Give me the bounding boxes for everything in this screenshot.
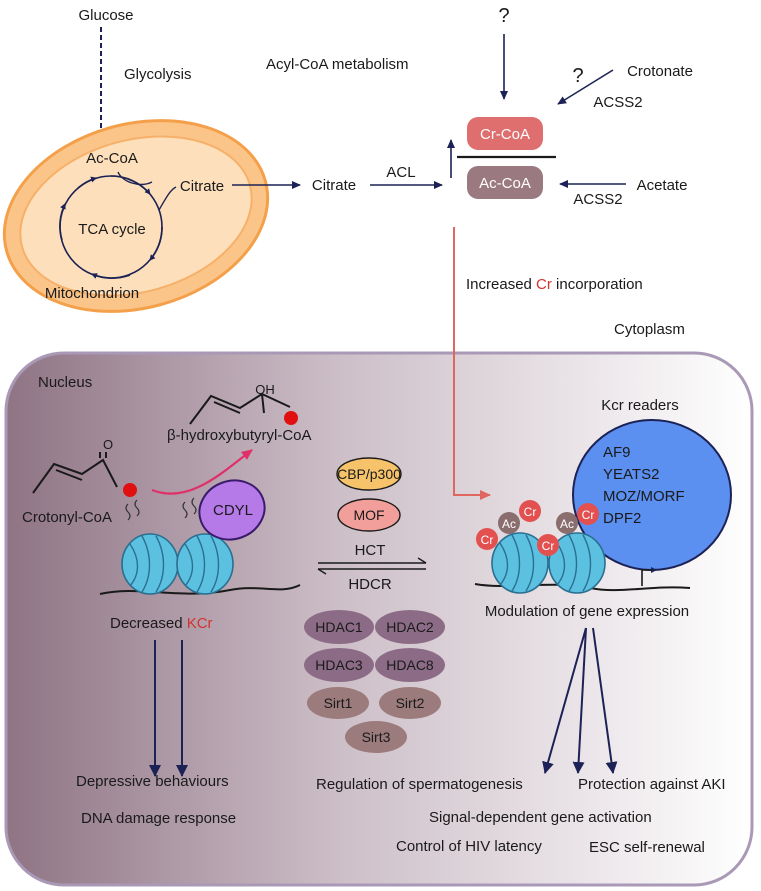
crotonate-label: Crotonate — [627, 63, 693, 80]
outcome-arrow-right-1 — [542, 627, 587, 774]
cdyl-oval — [198, 479, 266, 541]
hdac8-oval — [375, 648, 445, 682]
ac-mark-2-label: Ac — [560, 517, 574, 531]
mito-ac-coa-label: Ac-CoA — [86, 150, 138, 167]
cbp-p300-oval — [336, 457, 402, 491]
right-chromatin — [474, 532, 691, 594]
cr-mark-3 — [537, 534, 559, 556]
outcome-arrow-right-2 — [572, 627, 587, 774]
sirt1-oval — [307, 687, 369, 719]
acss2-bottom-label: ACSS2 — [573, 191, 622, 208]
cr-incorporation-arrow — [453, 227, 491, 500]
ac-coa-box — [467, 166, 543, 199]
outcome-signal-dependent: Signal-dependent gene activation — [429, 809, 652, 826]
equilibrium-arrows — [317, 557, 427, 575]
hydroxybutyryl-coa-structure — [189, 392, 298, 425]
mitochondrion — [2, 119, 270, 313]
kcr-readers-title: Kcr readers — [601, 397, 679, 414]
nucleus-compartment — [4, 351, 754, 887]
mitochondrion-label: Mitochondrion — [45, 285, 139, 302]
hct-label: HCT — [355, 542, 386, 559]
decreased-kcr-label: Decreased KCr — [110, 615, 213, 632]
mof-label: MOF — [353, 507, 384, 523]
glycolysis-label: Glycolysis — [124, 66, 192, 83]
reader-moz-morf: MOZ/MORF — [603, 488, 685, 505]
glucose-label: Glucose — [78, 7, 133, 24]
hdac8-label: HDAC8 — [386, 657, 434, 673]
sirt2-oval — [379, 687, 441, 719]
sirt3-label: Sirt3 — [362, 729, 391, 745]
ac-mark-1-label: Ac — [502, 517, 516, 531]
outcome-hiv-latency: Control of HIV latency — [396, 838, 542, 855]
left-chromatin — [99, 497, 301, 595]
nucleus-label: Nucleus — [38, 374, 92, 391]
sirt1-label: Sirt1 — [324, 695, 353, 711]
hdac1-label: HDAC1 — [315, 619, 363, 635]
cr-mark-1-label: Cr — [481, 533, 494, 547]
crotonyl-coa-structure — [32, 452, 137, 497]
acl-label: ACL — [386, 164, 415, 181]
crotonate-arrow — [557, 69, 614, 105]
tca-cycle-label: TCA cycle — [78, 221, 146, 238]
ac-mark-1 — [498, 512, 520, 534]
sirt3-oval — [345, 721, 407, 753]
hdac1-oval — [304, 610, 374, 644]
outcome-depressive: Depressive behaviours — [76, 773, 229, 790]
question-mark-right: ? — [572, 65, 583, 87]
reader-yeats2: YEATS2 — [603, 466, 659, 483]
histone-marks: Ac Cr Cr Ac Cr Cr — [476, 500, 599, 556]
cr-coa-label: Cr-CoA — [480, 126, 530, 143]
outcome-arrow-right-3 — [592, 627, 618, 774]
cdyl-label: CDYL — [213, 502, 253, 519]
acss2-top-label: ACSS2 — [593, 94, 642, 111]
cbp-p300-label: CBP/p300 — [337, 466, 401, 482]
ac-coa-pool-label: Ac-CoA — [479, 175, 531, 192]
outcome-esc-self-renewal: ESC self-renewal — [589, 839, 705, 856]
cytoplasm-label: Cytoplasm — [614, 321, 685, 338]
outcome-spermatogenesis: Regulation of spermatogenesis — [316, 776, 523, 793]
reader-af9: AF9 — [603, 444, 631, 461]
ac-mark-2 — [556, 512, 578, 534]
hdcr-label: HDCR — [348, 576, 391, 593]
mof-oval — [337, 498, 401, 532]
cdyl-conversion-arrow — [151, 449, 253, 495]
cr-mark-4 — [577, 503, 599, 525]
sirt2-label: Sirt2 — [396, 695, 425, 711]
outcome-aki: Protection against AKI — [578, 776, 726, 793]
cr-mark-1 — [476, 528, 498, 550]
mito-citrate-label: Citrate — [180, 178, 224, 195]
cr-coa-box — [467, 117, 543, 150]
reader-dpf2: DPF2 — [603, 510, 641, 527]
o-label: O — [103, 437, 113, 452]
outcome-dna-damage: DNA damage response — [81, 810, 236, 827]
oh-label: OH — [255, 382, 275, 397]
cr-mark-2-label: Cr — [524, 505, 537, 519]
hydroxybutyryl-coa-label: β-hydroxybutyryl-CoA — [167, 427, 312, 444]
cr-mark-4-label: Cr — [582, 508, 595, 522]
crotonyl-coa-label: Crotonyl-CoA — [22, 509, 112, 526]
hdac2-label: HDAC2 — [386, 619, 434, 635]
modulation-label: Modulation of gene expression — [485, 603, 689, 620]
cr-mark-3-label: Cr — [542, 539, 555, 553]
hdac2-oval — [375, 610, 445, 644]
citrate-label: Citrate — [312, 177, 356, 194]
acyl-coa-metabolism-label: Acyl-CoA metabolism — [266, 56, 409, 73]
hdac3-label: HDAC3 — [315, 657, 363, 673]
hdac3-oval — [304, 648, 374, 682]
cr-mark-2 — [519, 500, 541, 522]
acetate-label: Acetate — [637, 177, 688, 194]
question-mark-top: ? — [498, 5, 509, 27]
increased-cr-label: Increased Cr incorporation — [466, 276, 643, 293]
